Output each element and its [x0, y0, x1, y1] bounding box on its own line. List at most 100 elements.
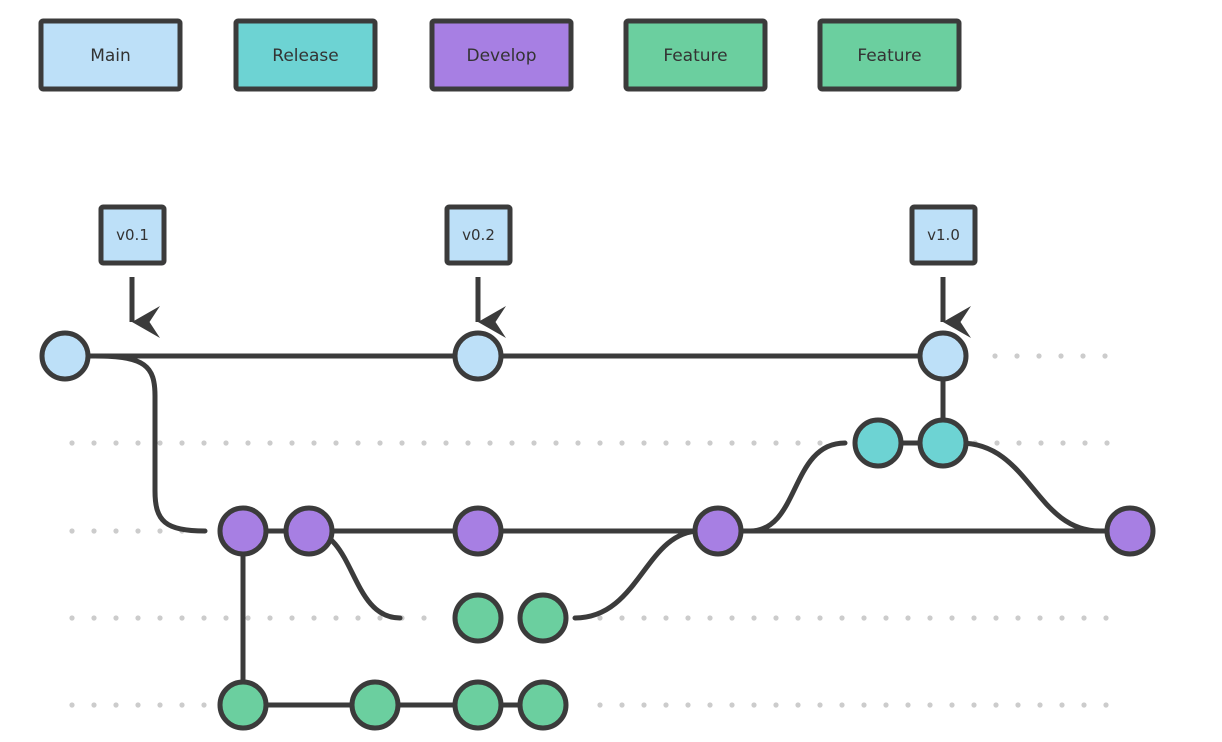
dotted-lane-feature1	[597, 615, 1109, 621]
version-tag-v1-0[interactable]: v1.0	[909, 204, 978, 338]
commit-node-main-commit-3[interactable]	[917, 330, 969, 382]
lane-dot	[839, 615, 845, 621]
lane-dot	[795, 615, 801, 621]
lane-dot	[927, 615, 933, 621]
legend-item-feature-3[interactable]: Feature	[623, 18, 768, 92]
lane-dot	[817, 440, 823, 446]
edge-release-to-develop	[957, 440, 1103, 534]
legend-item-release-1[interactable]: Release	[233, 18, 378, 92]
version-tags: v0.1 v0.2 v1.0	[98, 204, 978, 338]
lane-dot	[949, 615, 955, 621]
dotted-lane-release	[69, 440, 823, 446]
lane-dot	[421, 440, 427, 446]
commit-node-feature2-commit-1[interactable]	[217, 679, 269, 731]
commit-node-main-commit-2[interactable]	[452, 330, 504, 382]
lane-dot	[135, 528, 141, 534]
lane-dot	[179, 615, 185, 621]
lane-dot	[619, 440, 625, 446]
lane-dot	[1058, 353, 1064, 359]
version-tag-box	[909, 204, 978, 266]
lane-dot	[993, 702, 999, 708]
lane-dot	[839, 702, 845, 708]
commit-node-release-commit-1[interactable]	[852, 417, 904, 469]
legend-label: Develop	[467, 46, 537, 66]
legend-item-main-0[interactable]: Main	[38, 18, 183, 92]
lane-dot	[1038, 440, 1044, 446]
lane-dot	[201, 615, 207, 621]
version-tag-label: v1.0	[927, 226, 960, 244]
commit-node-release-commit-2[interactable]	[917, 417, 969, 469]
lane-dot	[157, 615, 163, 621]
version-tag-v0-1[interactable]: v0.1	[98, 204, 167, 338]
dotted-lane-main	[992, 353, 1108, 359]
lane-dot	[685, 615, 691, 621]
lane-dot	[729, 440, 735, 446]
lane-dot	[443, 440, 449, 446]
commit-node-feature2-commit-3[interactable]	[452, 679, 504, 731]
legend-item-feature-4[interactable]: Feature	[817, 18, 962, 92]
lane-dot	[663, 615, 669, 621]
legend-swatch	[38, 18, 183, 92]
lane-dot	[992, 353, 998, 359]
lane-dot	[905, 702, 911, 708]
dotted-lane-feature1	[69, 615, 427, 621]
lane-dot	[91, 615, 97, 621]
lane-dot	[267, 615, 273, 621]
lane-dot	[729, 615, 735, 621]
dotted-lane-develop	[69, 528, 185, 534]
lane-dot	[641, 440, 647, 446]
lane-dot	[685, 440, 691, 446]
legend-label: Release	[272, 46, 338, 66]
version-tag-box	[444, 204, 513, 266]
commit-node-feature2-commit-4[interactable]	[517, 679, 569, 731]
lane-dot	[69, 615, 75, 621]
lane-dot	[1081, 702, 1087, 708]
lane-dot	[69, 702, 75, 708]
commit-node-feature1-commit-1[interactable]	[452, 592, 504, 644]
lane-dot	[619, 615, 625, 621]
lane-dot	[597, 615, 603, 621]
lane-dot	[1016, 440, 1022, 446]
lane-dot	[201, 702, 207, 708]
lane-dot	[729, 702, 735, 708]
commit-node-feature2-commit-2[interactable]	[349, 679, 401, 731]
lane-dot	[1103, 615, 1109, 621]
commit-node-feature1-commit-2[interactable]	[517, 592, 569, 644]
lane-dot	[333, 615, 339, 621]
lane-dot	[795, 440, 801, 446]
lane-dot	[289, 615, 295, 621]
version-tag-label: v0.1	[116, 226, 149, 244]
lane-dot	[1037, 615, 1043, 621]
legend: Main Release Develop Feature Feature	[38, 18, 962, 92]
lane-dot	[994, 440, 1000, 446]
lane-dot	[113, 702, 119, 708]
lane-dot	[597, 702, 603, 708]
commit-node-develop-commit-3[interactable]	[452, 505, 504, 557]
legend-swatch	[817, 18, 962, 92]
commit-node-develop-commit-4[interactable]	[692, 505, 744, 557]
lane-dot	[619, 702, 625, 708]
commit-node-main-commit-1[interactable]	[39, 330, 91, 382]
lane-dot	[223, 440, 229, 446]
lane-dot	[1037, 702, 1043, 708]
commit-node-develop-commit-2[interactable]	[283, 505, 335, 557]
lane-dot	[1081, 615, 1087, 621]
lane-dot	[311, 440, 317, 446]
lane-dot	[575, 440, 581, 446]
commit-node-develop-commit-1[interactable]	[217, 505, 269, 557]
lane-dot	[421, 615, 427, 621]
legend-label: Feature	[857, 46, 921, 66]
version-tag-box	[98, 204, 167, 266]
lane-dot	[135, 702, 141, 708]
lane-dot	[223, 615, 229, 621]
version-tag-v0-2[interactable]: v0.2	[444, 204, 513, 338]
lane-dot	[553, 440, 559, 446]
dotted-lane-release	[972, 440, 1110, 446]
commit-node-develop-commit-5[interactable]	[1104, 505, 1156, 557]
legend-label: Main	[90, 46, 131, 66]
legend-item-develop-2[interactable]: Develop	[429, 18, 574, 92]
lane-dot	[157, 440, 163, 446]
lane-dot	[289, 440, 295, 446]
